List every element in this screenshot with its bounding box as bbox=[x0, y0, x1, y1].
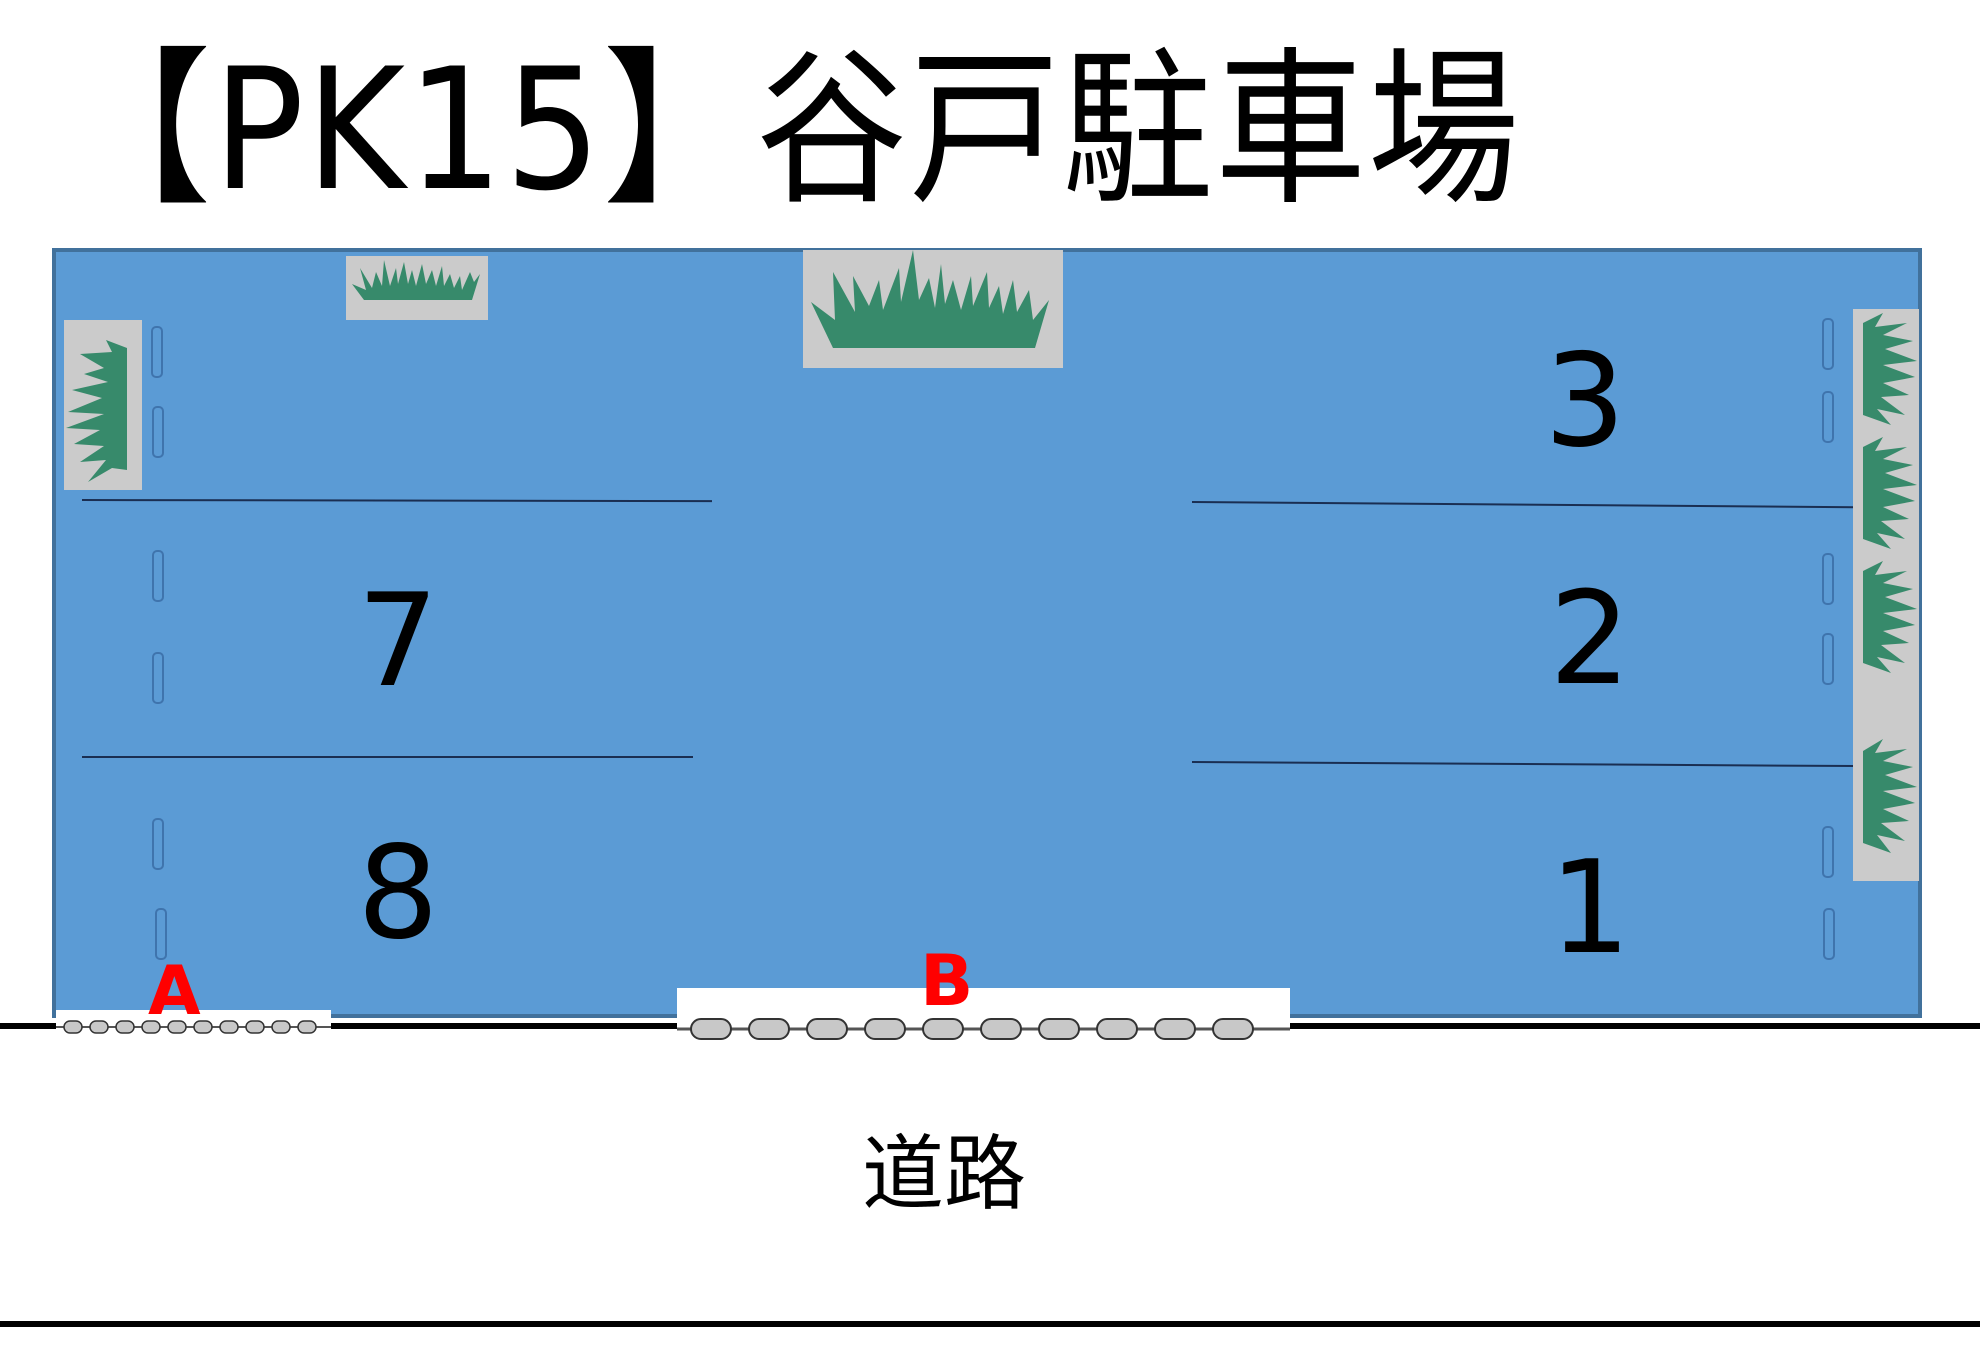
grass-icon bbox=[1853, 681, 1919, 881]
road-label: 道路 bbox=[862, 1127, 1027, 1222]
wheel-stop-icon bbox=[1822, 318, 1834, 370]
wheel-stop-icon bbox=[151, 326, 163, 378]
parking-space-8: 8 bbox=[357, 819, 439, 968]
chain-icon bbox=[56, 1018, 331, 1036]
grass-icon bbox=[64, 320, 142, 490]
parking-lot-area bbox=[52, 248, 1922, 1018]
grass-icon bbox=[1853, 557, 1919, 681]
entrance-a-label: A bbox=[148, 952, 201, 1031]
page-title: 【PK15】谷戸駐車場 bbox=[60, 32, 1521, 228]
grass-icon bbox=[1853, 433, 1919, 557]
space-divider-left-2 bbox=[82, 756, 693, 758]
wheel-stop-icon bbox=[1822, 633, 1834, 685]
parking-space-7: 7 bbox=[357, 567, 439, 716]
grass-icon bbox=[803, 250, 1063, 368]
wheel-stop-icon bbox=[1822, 553, 1834, 605]
grass-icon bbox=[346, 256, 488, 320]
chain-icon bbox=[677, 1014, 1290, 1044]
parking-space-2: 2 bbox=[1549, 565, 1631, 714]
wheel-stop-icon bbox=[152, 818, 164, 870]
wheel-stop-icon bbox=[152, 550, 164, 602]
wheel-stop-icon bbox=[155, 908, 167, 960]
road-edge-bottom bbox=[0, 1321, 1980, 1327]
parking-space-3: 3 bbox=[1544, 327, 1626, 476]
entrance-b-label: B bbox=[920, 940, 974, 1022]
wheel-stop-icon bbox=[152, 406, 164, 458]
wheel-stop-icon bbox=[1822, 826, 1834, 878]
wheel-stop-icon bbox=[152, 652, 164, 704]
parking-space-1: 1 bbox=[1549, 834, 1631, 983]
grass-icon bbox=[1853, 309, 1919, 433]
wheel-stop-icon bbox=[1822, 391, 1834, 443]
wheel-stop-icon bbox=[1823, 908, 1835, 960]
